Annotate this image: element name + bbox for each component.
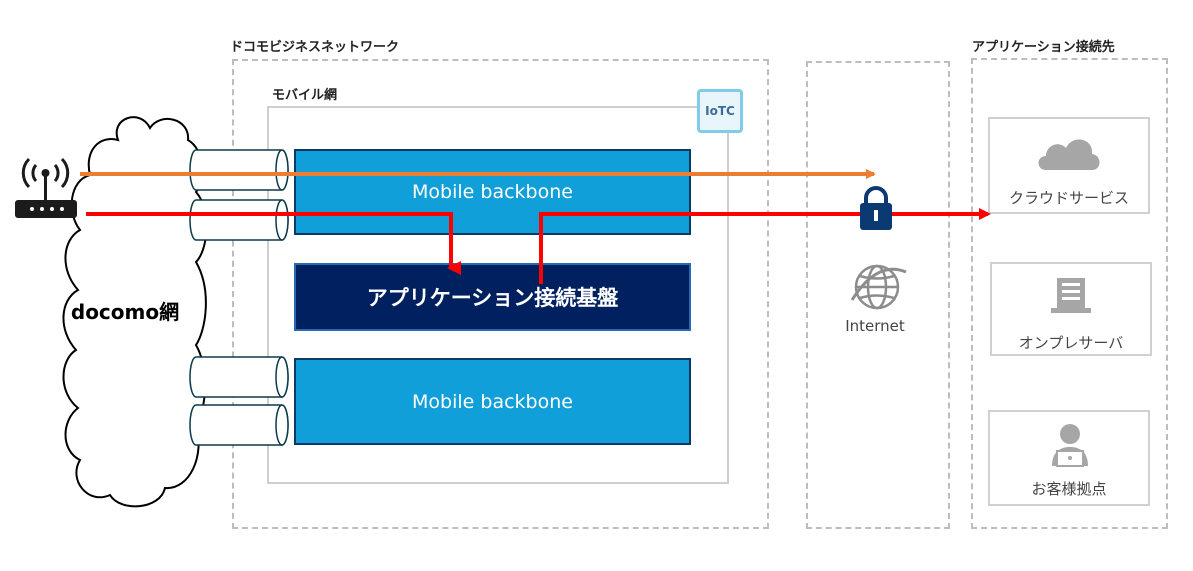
mobile-network-title: モバイル網 [272,88,338,103]
tunnel-pipe-4 [189,404,289,446]
iotc-logo: IoTC [697,89,743,133]
red-flow-in [86,212,461,275]
cloud-service-label: クラウドサービス [1008,189,1129,207]
mobile-backbone-top: Mobile backbone [294,149,691,235]
docomo-business-network-title: ドコモビジネスネットワーク [230,40,400,55]
cloud-icon [1038,139,1100,170]
tunnel-pipe-1 [189,149,289,191]
red-flow-out [539,208,991,284]
onprem-server-label: オンプレサーバ [1018,334,1124,352]
app-destinations-box [971,58,1168,529]
internet-box [806,61,950,529]
tunnel-pipe-3 [189,356,289,398]
user-pc-icon [1052,424,1088,467]
docomo-business-network-box [232,59,769,529]
lock-icon [860,186,892,230]
mobile-backbone-bottom: Mobile backbone [294,358,691,445]
internet-label: Internet [845,317,905,335]
tunnel-pipes [189,149,289,446]
globe-icon [850,264,907,310]
server-icon [1051,278,1091,313]
router-icon [15,157,77,218]
tunnel-pipe-2 [189,199,289,241]
app-connection-platform: アプリケーション接続基盤 [294,263,691,331]
onprem-server-box: オンプレサーバ [990,262,1152,356]
customer-site-label: お客様拠点 [1031,480,1107,498]
app-destinations-title: アプリケーション接続先 [972,40,1115,55]
docomo-network-label: docomo網 [70,300,180,324]
